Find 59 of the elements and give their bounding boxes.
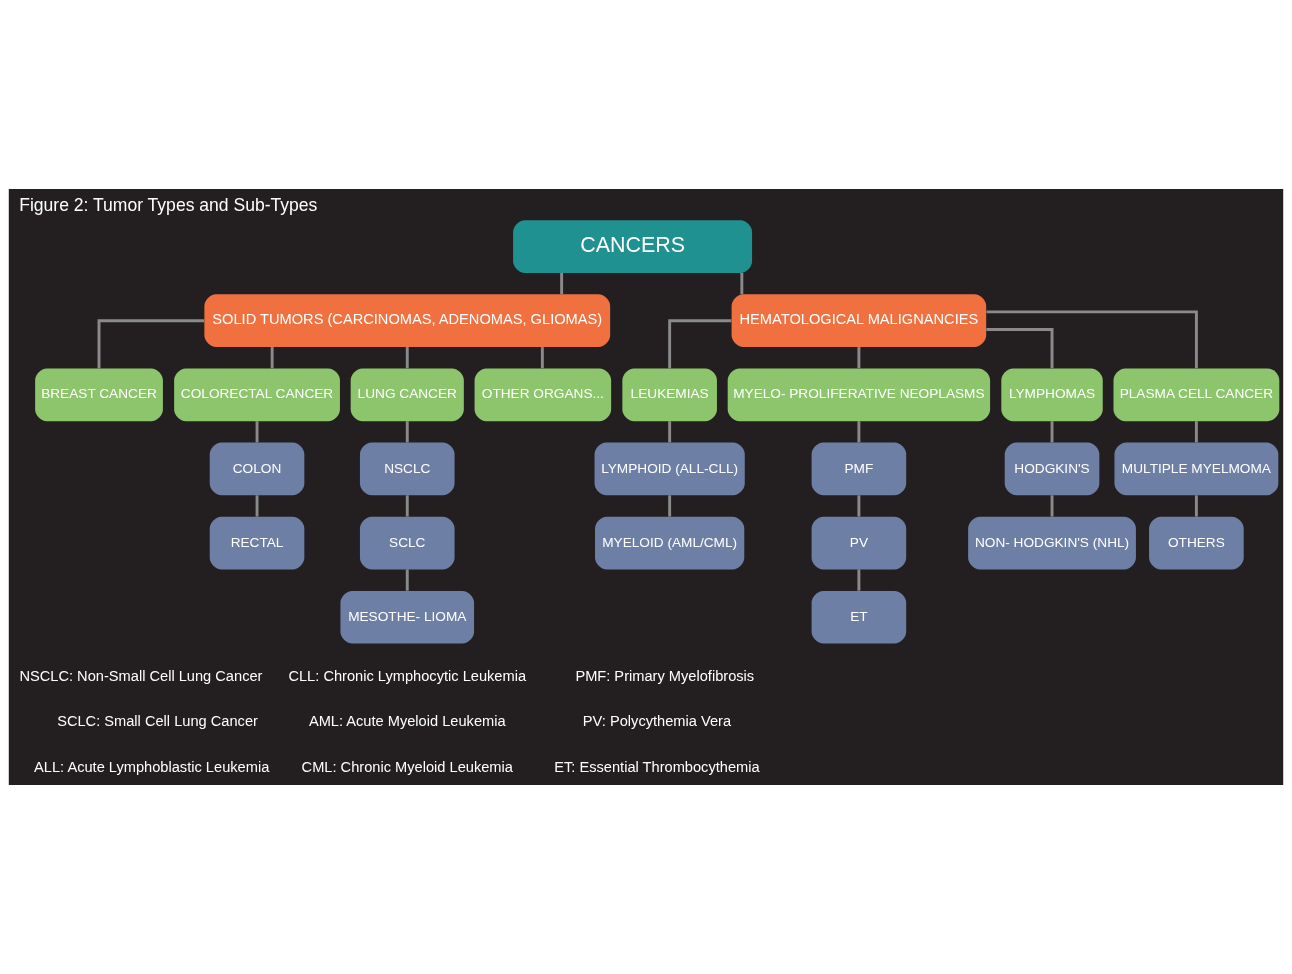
node-box: MESOTHE- LIOMA xyxy=(340,590,475,644)
node-box: OTHER ORGANS... xyxy=(474,368,612,422)
connector xyxy=(857,569,861,591)
label: NSCLC: Non-Small Cell Lung Cancer xyxy=(19,667,263,684)
diagram-title: Figure 2: Tumor Types and Sub-Types xyxy=(19,194,318,215)
connector xyxy=(986,328,1054,369)
connector xyxy=(668,495,672,517)
connector xyxy=(857,495,861,517)
connector xyxy=(405,495,409,517)
label: CLL: Chronic Lymphocytic Leukemia xyxy=(288,667,527,684)
connector xyxy=(560,272,564,295)
connector xyxy=(1050,495,1054,517)
node-box: COLORECTAL CANCER xyxy=(174,368,340,422)
node-box: MYELO- PROLIFERATIVE NEOPLASMS xyxy=(727,368,991,422)
node-box: NSCLC xyxy=(359,442,455,496)
connector xyxy=(1050,421,1054,443)
node-box: NON- HODGKIN'S (NHL) xyxy=(968,516,1136,570)
label: AML: Acute Myeloid Leukemia xyxy=(308,713,506,730)
node-box: ET xyxy=(811,590,907,644)
connector xyxy=(405,347,409,369)
connector xyxy=(255,421,259,443)
connector xyxy=(540,347,544,369)
connector xyxy=(986,310,1198,369)
connector xyxy=(1194,495,1198,517)
node-box: OTHERS xyxy=(1149,516,1244,570)
connector xyxy=(270,347,274,369)
label: ALL: Acute Lymphoblastic Leukemia xyxy=(34,759,270,776)
node-box: COLON xyxy=(209,442,305,496)
connector xyxy=(255,495,259,517)
node-box: RECTAL xyxy=(209,516,305,570)
label: PMF: Primary Myelofibrosis xyxy=(575,667,755,684)
connector xyxy=(668,319,732,369)
connector xyxy=(857,347,861,369)
connector xyxy=(1194,421,1198,443)
label: PV: Polycythemia Vera xyxy=(582,713,732,730)
connector xyxy=(740,272,744,295)
node-box: LYMPHOID (ALL-CLL) xyxy=(594,442,745,496)
node-box: PLASMA CELL CANCER xyxy=(1113,368,1280,422)
node-box: PV xyxy=(811,516,907,570)
node-box: HODGKIN'S xyxy=(1004,442,1100,496)
node-box: SCLC xyxy=(359,516,455,570)
connector xyxy=(405,421,409,443)
node-box: LYMPHOMAS xyxy=(1001,368,1103,422)
node-box: MULTIPLE MYELMOMA xyxy=(1114,442,1279,496)
node-box: PMF xyxy=(811,442,907,496)
label: CML: Chronic Myeloid Leukemia xyxy=(301,759,513,776)
node-box: MYELOID (AML/CML) xyxy=(595,516,745,570)
connector xyxy=(405,569,409,591)
node-box: CANCERS xyxy=(513,220,753,273)
connector xyxy=(97,319,205,369)
connector xyxy=(668,421,672,443)
node-box: BREAST CANCER xyxy=(35,368,163,422)
node-box: LEUKEMIAS xyxy=(622,368,717,422)
connector xyxy=(857,421,861,443)
label: ET: Essential Thrombocythemia xyxy=(554,759,760,776)
node-box: HEMATOLOGICAL MALIGNANCIES xyxy=(731,294,987,347)
node-box: SOLID TUMORS (CARCINOMAS, ADENOMAS, GLIOMAS) xyxy=(204,294,611,347)
label: SCLC: Small Cell Lung Cancer xyxy=(57,713,258,730)
node-box: LUNG CANCER xyxy=(350,368,464,422)
